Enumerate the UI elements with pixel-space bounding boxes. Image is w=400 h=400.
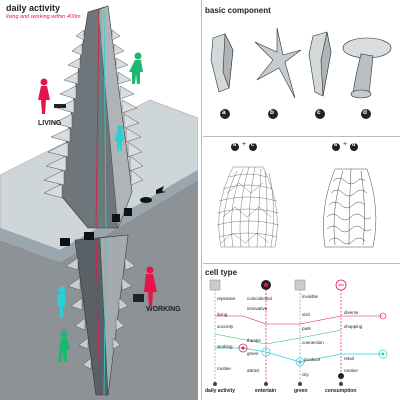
label-b: b — [270, 109, 274, 116]
cell-green-3: connection — [302, 340, 324, 345]
node-diverse — [379, 312, 387, 320]
train-icon — [84, 232, 94, 240]
combo1-left-marker — [231, 143, 239, 151]
cell-daily-0: repeative — [217, 296, 236, 301]
combo2-left: a — [334, 142, 338, 148]
cell-entertain-2: theater — [247, 338, 262, 343]
node-working — [238, 343, 248, 353]
components-drawing — [210, 27, 392, 119]
footer-entertain: entertain — [255, 388, 277, 394]
cell-daily-4: routine — [217, 366, 231, 371]
component-a — [210, 32, 234, 93]
cell-consume-0: diverse — [344, 310, 359, 315]
shop-icon — [112, 214, 120, 222]
bed-icon — [54, 104, 66, 108]
cyan-figure-mid — [57, 286, 66, 318]
cell-type-panel: cell type repeative living socciety — [203, 264, 400, 400]
green-figure — [129, 52, 143, 84]
green-figure-bottom — [58, 330, 70, 362]
basic-component-panel: basic component a b c d — [203, 0, 400, 135]
footer-consumption: consumption — [325, 388, 357, 394]
cell-consume-1: shopping — [344, 324, 363, 329]
marker-d — [361, 109, 371, 119]
combo1-right-marker — [249, 143, 257, 151]
component-c — [308, 31, 332, 97]
label-c: c — [317, 109, 321, 116]
node-produce — [295, 357, 305, 367]
connection-green — [214, 329, 342, 345]
cell-green-1: visit — [302, 312, 310, 317]
living-figure — [38, 78, 50, 114]
cell-green-4: produce — [304, 357, 321, 362]
horizontal-divider-2 — [203, 263, 400, 264]
combo2-right-marker — [350, 143, 358, 151]
wireframe-a-d — [323, 168, 377, 248]
car-icon — [140, 197, 152, 203]
node-retail — [378, 349, 388, 359]
tower-upper — [43, 5, 144, 229]
daily-head-icon — [209, 279, 221, 291]
combo1-right: c — [251, 142, 255, 148]
footer-green: green — [294, 388, 308, 394]
left-title: daily activity — [6, 3, 61, 13]
cell-entertain-0: coincidential — [247, 296, 272, 301]
cell-consume-3: routine — [344, 368, 358, 373]
wireframe-a-c — [216, 166, 280, 248]
left-subtitle: living and working within 400m — [6, 14, 81, 20]
cell-entertain-4: attract — [247, 368, 260, 373]
component-d — [342, 37, 392, 99]
node-routine — [338, 373, 344, 379]
tower-illustration-panel: daily activity living and working within… — [0, 0, 198, 400]
label-a: a — [222, 109, 226, 116]
working-label: WORKING — [146, 306, 181, 313]
cell-green-0: invisible — [302, 294, 319, 299]
combination-panel: a + c a + d — [203, 137, 400, 262]
bus-icon — [60, 238, 70, 246]
combination-drawing — [216, 143, 377, 248]
basic-component-title: basic component — [205, 6, 271, 15]
combo1-op: + — [242, 141, 247, 148]
working-figure — [144, 266, 157, 306]
marker-c — [315, 109, 325, 119]
cell-green-2: park — [302, 326, 311, 331]
transport-icons — [60, 186, 166, 246]
cell-type-title: cell type — [205, 268, 238, 277]
footer-daily: daily activity — [205, 388, 236, 394]
restaurant-icon — [124, 208, 132, 216]
living-label: LIVING — [38, 120, 62, 127]
green-head-icon — [294, 279, 306, 291]
connection-cyan — [215, 347, 383, 363]
cell-green-5: city — [302, 372, 309, 377]
marker-a — [220, 109, 230, 119]
cyan-figure-top — [115, 125, 124, 151]
connection-red — [215, 315, 383, 325]
tower-lower — [65, 234, 136, 396]
briefcase-icon — [133, 294, 144, 302]
component-b — [254, 27, 302, 99]
tower-illustration — [0, 5, 198, 400]
horizontal-divider-1 — [203, 136, 400, 137]
combo1-left: a — [233, 142, 237, 148]
node-green — [261, 347, 271, 357]
cell-daily-2: socciety — [217, 324, 234, 329]
cell-entertain-1: innovative — [247, 306, 268, 311]
cell-entertain-3: green — [247, 351, 259, 356]
cell-network-diagram — [209, 279, 388, 386]
combo2-right: d — [352, 142, 356, 148]
vertical-divider — [201, 0, 202, 400]
marker-b — [268, 109, 278, 119]
cell-daily-1: living — [217, 312, 228, 317]
combo2-op: + — [343, 141, 348, 148]
cell-consume-2: retail — [344, 356, 354, 361]
label-d: d — [363, 109, 367, 116]
airplane-icon — [156, 186, 166, 194]
cell-daily-3: working — [217, 344, 233, 349]
combo2-left-marker — [332, 143, 340, 151]
